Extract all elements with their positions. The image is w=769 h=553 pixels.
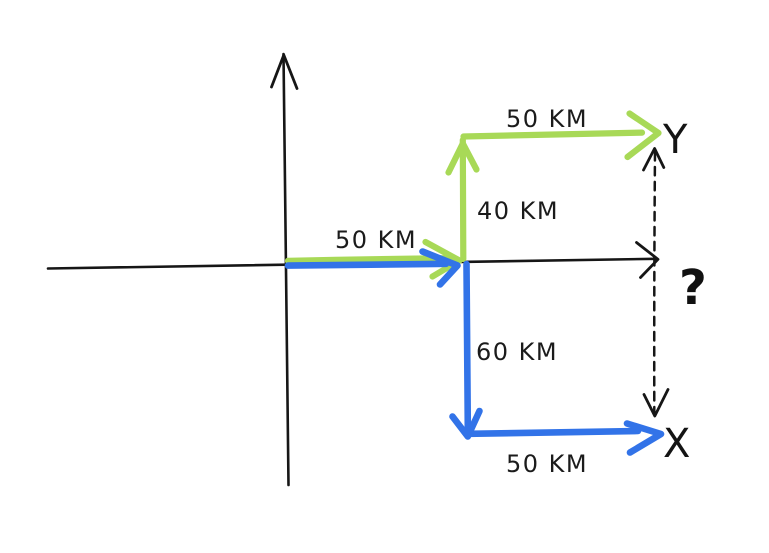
green-north-leg-line (459, 136, 467, 263)
green-top-east-leg-arrowhead-icon (624, 110, 662, 161)
north-leg-distance-label: 40 KM (477, 197, 559, 225)
dashed-span-line (652, 150, 657, 415)
blue-east-leg-arrowhead-icon (419, 248, 461, 288)
green-top-east-leg-line (460, 129, 646, 140)
unknown-distance-question-label: ? (679, 260, 707, 316)
dashed-span-bottom-arrowhead-icon (642, 388, 670, 418)
dashed-span-top-arrowhead-icon (642, 147, 666, 172)
blue-south-leg-line (463, 260, 472, 431)
blue-bottom-east-leg-line (465, 427, 642, 438)
green-east-leg-line (284, 255, 453, 264)
top-east-leg-distance-label: 50 KM (506, 105, 588, 133)
journey-x-vectors (284, 248, 665, 456)
south-leg-distance-label: 60 KM (476, 338, 558, 366)
green-east-leg-arrowhead-icon (422, 238, 463, 280)
blue-east-leg-line (284, 260, 450, 269)
blue-bottom-east-leg-arrowhead-icon (623, 420, 665, 456)
green-north-leg-arrowhead-icon (445, 140, 480, 176)
y-axis-arrowhead-icon (270, 53, 299, 90)
unknown-distance-indicator (642, 147, 670, 418)
point-y-label: Y (662, 117, 688, 163)
x-axis-arrowhead-icon (635, 241, 660, 279)
journey-y-vectors (284, 110, 662, 280)
shared-east-leg-distance-label: 50 KM (335, 226, 417, 254)
y-axis-line (282, 52, 290, 487)
point-x-label: X (663, 421, 690, 467)
bottom-east-leg-distance-label: 50 KM (506, 450, 588, 478)
